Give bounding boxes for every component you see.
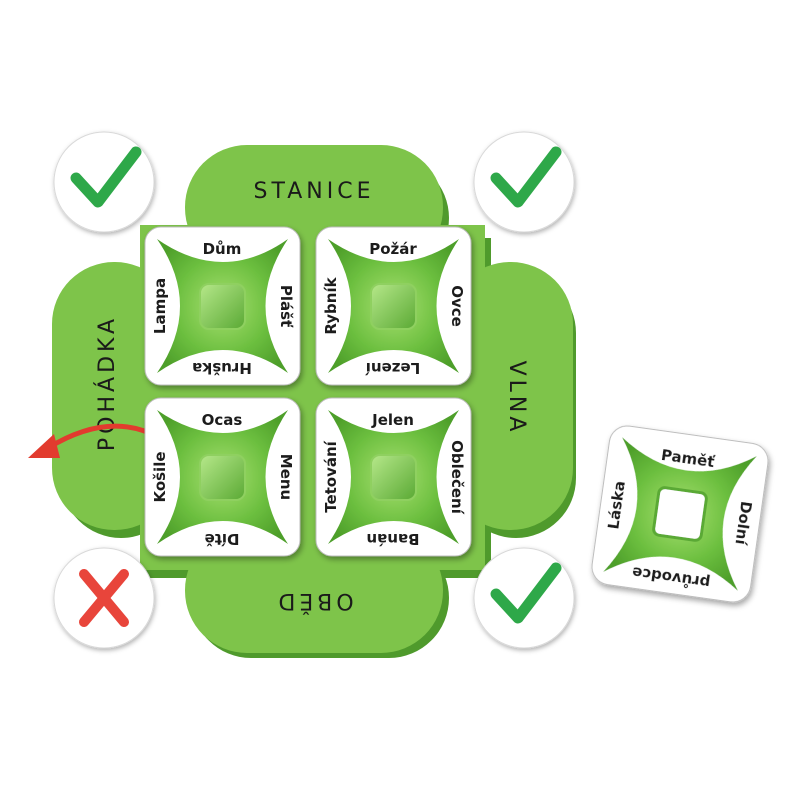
petal-label-top: STANICE xyxy=(254,179,375,204)
card-word-left: Tetování xyxy=(322,440,340,512)
card-word-right: Oblečení xyxy=(448,440,466,515)
card-word-bottom: Banán xyxy=(366,530,419,548)
marker-bottom-left xyxy=(53,547,155,649)
cross-icon xyxy=(79,569,129,627)
card-word-left: Rybník xyxy=(322,276,340,334)
petal-label-right: VLNA xyxy=(504,361,529,436)
card-hole xyxy=(652,486,708,542)
card-word-top: Jelen xyxy=(371,411,414,429)
check-icon xyxy=(490,562,562,624)
marker-top-right xyxy=(473,131,575,233)
word-card-top-left[interactable]: Dům Plášť Hruška Lampa xyxy=(144,226,301,386)
check-icon xyxy=(70,146,142,208)
check-icon xyxy=(490,146,562,208)
marker-top-left xyxy=(53,131,155,233)
petal-label-bottom: OBĚD xyxy=(274,588,353,614)
word-card-bottom-right[interactable]: Jelen Oblečení Banán Tetování xyxy=(315,397,472,557)
card-word-right: Plášť xyxy=(277,285,295,328)
card-word-right: Menu xyxy=(277,454,295,500)
card-word-top: Požár xyxy=(369,240,417,258)
card-word-bottom: Hruška xyxy=(192,359,252,377)
card-word-top: Ocas xyxy=(202,411,243,429)
word-card-bottom-left[interactable]: Ocas Menu Dítě Košile xyxy=(144,397,301,557)
word-card-top-right[interactable]: Požár Ovce Lezení Rybník xyxy=(315,226,472,386)
card-word-right: Ovce xyxy=(448,285,466,327)
extra-word-card[interactable]: Paměť Dolní průvodce Láska xyxy=(590,424,771,605)
petal-label-left: POHÁDKA xyxy=(94,315,120,451)
card-word-left: Lampa xyxy=(151,278,169,334)
marker-bottom-right xyxy=(473,547,575,649)
card-word-bottom: Lezení xyxy=(365,359,420,377)
card-word-top: Dům xyxy=(203,240,242,258)
card-word-bottom: Dítě xyxy=(205,530,240,548)
card-word-left: Košile xyxy=(151,451,169,502)
